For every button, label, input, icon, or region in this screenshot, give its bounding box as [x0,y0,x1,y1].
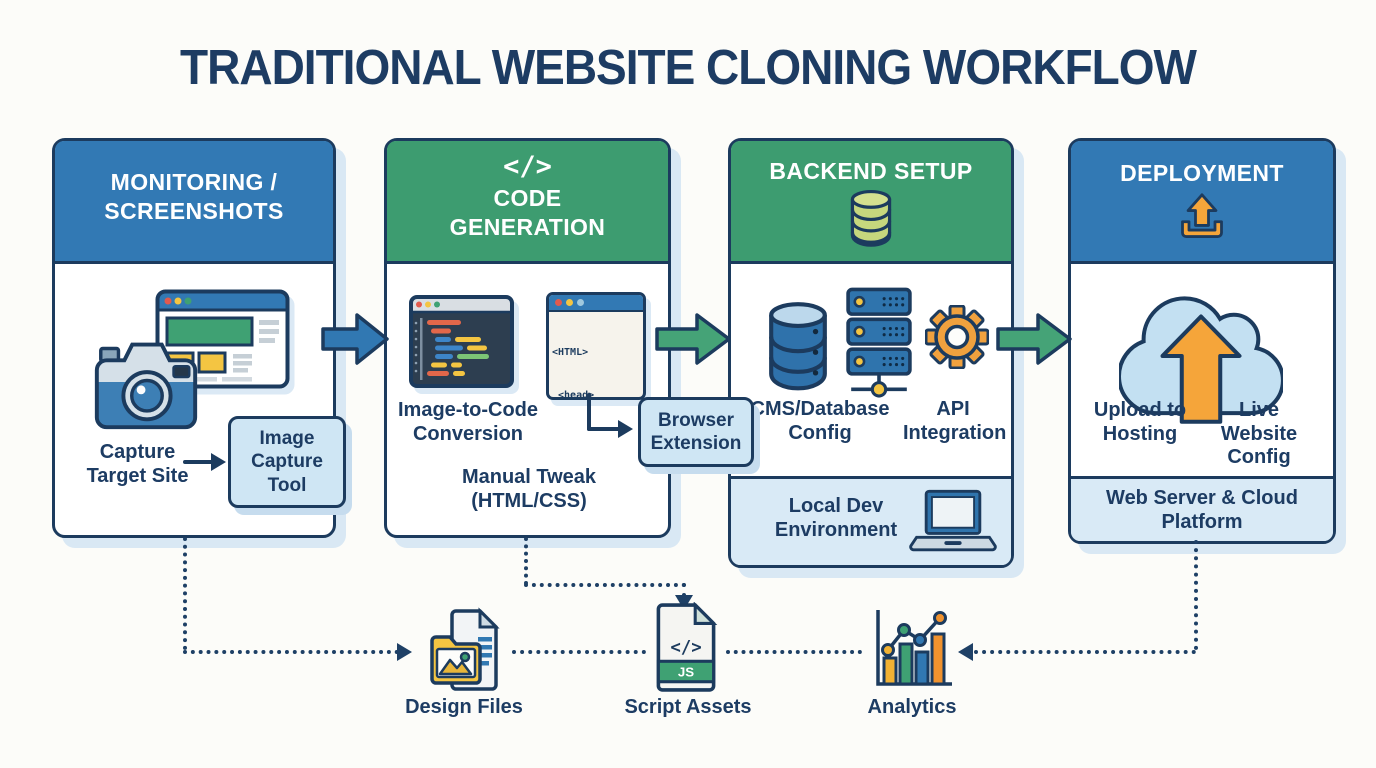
web-server-label: Web Server & Cloud Platform [1106,487,1298,533]
cms-database-icon [769,302,827,391]
image-to-code-label: Image-to-Code Conversion [398,399,538,445]
image-capture-tool-box: Image Capture Tool [228,416,346,508]
window-dot-teal [577,299,584,306]
code-line: <HTML> [552,347,589,359]
panel-backend-setup-title: BACKEND SETUP [769,158,973,184]
upload-header-icon [1181,193,1223,239]
manual-tweak-label: Manual Tweak (HTML/CSS) [461,466,597,512]
window-dot-yellow [566,299,573,306]
dotted-connector-codegen-v2 [682,583,686,597]
image-capture-tool-label: Image Capture Tool [251,428,323,496]
analytics-arrow-head [958,643,973,661]
panel-backend-setup: BACKEND SETUP [728,138,1014,568]
live-website-label: Live Website Config [1220,399,1298,469]
design-files-icon [430,607,500,691]
panel-monitoring-title: MONITORING / SCREENSHOTS [104,169,284,225]
cms-database-label: CMS/Database Config [750,398,890,444]
camera-icon [94,342,198,430]
dotted-connector-design-to-script [512,650,646,654]
window-dot-red [555,299,562,306]
browser-extension-box: Browser Extension [638,397,754,467]
dotted-connector-deployment-v [1194,540,1198,650]
panel-code-generation-title: CODE GENERATION [449,185,606,241]
dotted-connector-script-to-analytics [726,650,862,654]
flow-arrow-2-icon [655,313,731,365]
analytics-icon [876,610,952,686]
panel-backend-setup-header: BACKEND SETUP [731,141,1011,264]
capture-arrow-line [183,460,213,464]
design-files-label: Design Files [405,696,523,718]
script-code-glyph: </> [670,638,701,658]
design-files-arrow-head [397,643,412,661]
panel-deployment-title: DEPLOYMENT [1120,160,1284,186]
flow-arrow-3-icon [996,313,1072,365]
code-editor-icon [409,295,514,388]
laptop-icon [909,489,997,552]
capture-arrow-head [211,453,226,471]
analytics-label: Analytics [867,696,957,718]
api-gear-icon [925,305,989,369]
cloud-upload-icon [1119,284,1283,424]
script-assets-label: Script Assets [624,696,752,718]
capture-target-site-label: Capture Target Site [86,441,189,487]
panel-deployment-header: DEPLOYMENT [1071,141,1333,264]
dotted-connector-codegen-h [524,583,686,587]
panel-code-generation-header: </> CODE GENERATION [387,141,668,264]
server-rack-icon [846,287,912,398]
flow-arrow-1-icon [321,313,389,365]
elbow-arrow-vertical [587,393,591,431]
dotted-connector-deployment-h [974,650,1196,654]
dotted-connector-monitoring [183,537,187,650]
local-dev-label: Local Dev Environment [774,495,898,541]
code-line: <head> [552,389,595,400]
panel-monitoring-header: MONITORING / SCREENSHOTS [55,141,333,264]
js-badge: JS [678,665,694,680]
page-title: TRADITIONAL WEBSITE CLONING WORKFLOW [180,39,1197,95]
web-server-strip: Web Server & Cloud Platform [1071,476,1333,541]
panel-code-generation: </> CODE GENERATION [384,138,754,538]
api-integration-label: API Integration [903,398,1007,444]
database-header-icon [850,190,892,248]
elbow-arrow-head [618,420,633,438]
html-document-icon: <HTML> <head> <HTML/CSS> </body> </HTML> [546,292,646,400]
local-dev-strip: Local Dev Environment [731,476,1011,565]
panel-monitoring: MONITORING / SCREENSHOTS [52,138,346,538]
html-code-block: <HTML> <head> <HTML/CSS> </body> </HTML> [549,312,643,400]
html-window-titlebar [549,295,643,312]
code-icon: </> [503,151,552,182]
browser-extension-label: Browser Extension [650,409,742,454]
upload-hosting-label: Upload to Hosting [1093,399,1187,445]
dotted-connector-to-design-files [183,650,399,654]
dotted-connector-codegen-v [524,537,528,585]
script-assets-icon: </> JS [656,602,718,692]
panel-deployment: DEPLOYMENT Upload to Hosting Live Websit… [1068,138,1336,544]
elbow-arrow-horizontal [587,427,621,431]
